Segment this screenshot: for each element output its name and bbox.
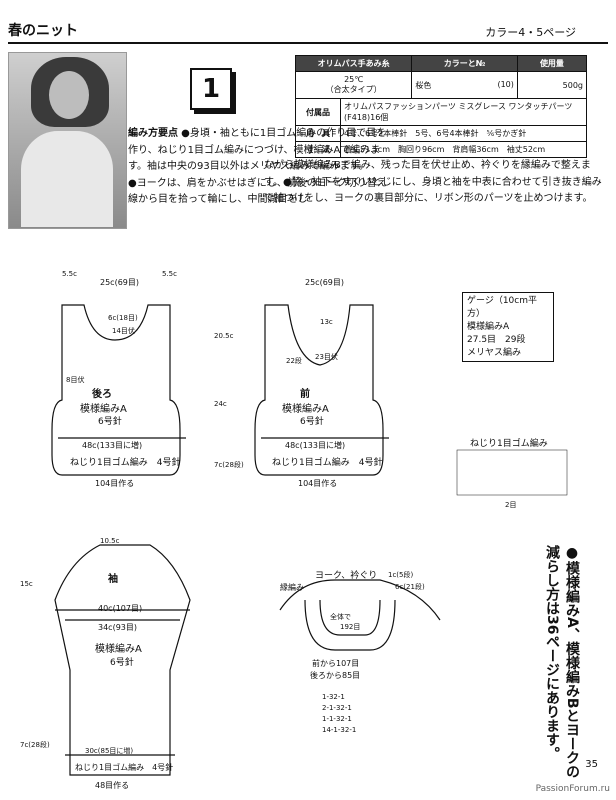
sleeve-outline — [54, 544, 191, 776]
twist-rib-stitch: 2目 — [505, 501, 517, 509]
back-rib-height: 7c(28段) — [214, 461, 244, 469]
instructions-text-2: ●ヨークは、肩をかぶせはぎにし、前後のヨーク切り替え線から目を拾って輪にし、中間… — [128, 177, 387, 206]
sleeve-cap-height: 15c — [20, 580, 33, 588]
back-shoulder-left: 5.5c — [62, 270, 77, 278]
page-number: 35 — [585, 759, 598, 770]
photo-face — [49, 71, 89, 119]
back-rib: ねじり1目ゴム編み 4号針 — [70, 458, 181, 468]
back-shoulder-right: 5.5c — [162, 270, 177, 278]
sleeve-needle: 6号針 — [110, 658, 134, 668]
pattern-number: 1 — [190, 68, 232, 110]
row-label-size: 寸 法 — [295, 141, 341, 158]
back-rows-14: 14目伏 — [112, 327, 135, 335]
twist-rib-grid — [456, 449, 568, 496]
instructions-left: 編み方要点 ●身頃・袖ともに1目ゴム編みの作り目で目を作り、ねじり1目ゴム編みに… — [128, 126, 390, 209]
sleeve-rib-height: 7c(28段) — [20, 741, 50, 749]
color-name: 桜色 — [415, 80, 432, 90]
yoke-depth: 6c(21段) — [395, 583, 425, 591]
vertical-note: ●模様編みA、模様編みBとヨークの減らし方は36ページにあります。 — [544, 545, 580, 779]
row-value-accessories: オリムパスファッションパーツ ミスグレース ワンタッチパーツ(F418)16個 — [340, 98, 587, 126]
col-yarn: オリムパス手あみ糸 — [294, 55, 413, 72]
front-title: 前 — [300, 389, 310, 400]
back-neck-dec: 6c(18目) — [108, 314, 138, 322]
sleeve-width-2: 34c(93目) — [98, 623, 137, 632]
front-width: 48c(133目に増) — [285, 441, 346, 450]
yoke-title: ヨーク、衿ぐり — [315, 571, 378, 581]
watermark: PassionForum.ru — [535, 784, 610, 794]
yarn-type: （合太タイプ） — [325, 85, 382, 94]
front-center-off: 23目伏 — [315, 353, 338, 361]
sleeve-pattern: 模様編みA — [95, 644, 142, 655]
yoke-dec-2: 1-1-32-1 — [322, 715, 352, 723]
color-no: (10) — [497, 79, 514, 89]
back-armhole-off: 8目伏 — [66, 376, 85, 384]
instructions-text-1: ●身頃・袖ともに1目ゴム編みの作り目で目を作り、ねじり1目ゴム編みにつづけ、模様… — [128, 128, 387, 172]
back-neck-width: 25c(69目) — [100, 278, 139, 287]
sleeve-top-width: 10.5c — [100, 537, 120, 545]
twist-rib-title: ねじり1目ゴム編み — [470, 439, 548, 449]
color-cell: 桜色 (10) — [411, 71, 518, 99]
front-neck-width: 25c(69目) — [305, 278, 344, 287]
model-photo — [8, 52, 127, 229]
front-needle: 6号針 — [300, 417, 324, 427]
yoke-total-2: 192目 — [340, 623, 361, 631]
front-cast-on: 104目作る — [298, 479, 338, 488]
yoke-outline — [279, 579, 441, 621]
sleeve-cast-on: 48目作る — [95, 781, 130, 790]
photo-sweater — [21, 131, 113, 227]
back-width: 48c(133目に増) — [82, 441, 143, 450]
front-outline — [254, 304, 384, 476]
row-value-size: 着丈51.5cm 胸回り96cm 背肩幅36cm 袖丈52cm — [340, 141, 587, 158]
yoke-dec-1: 2-1-32-1 — [322, 704, 352, 712]
front-neck-depth: 13c — [320, 318, 333, 326]
back-needle: 6号針 — [98, 417, 122, 427]
back-armhole-height: 20.5c — [214, 332, 234, 340]
yoke-pickup-2: 後ろから85目 — [310, 671, 361, 680]
gauge-pattern-a-value: 27.5目 29段 — [467, 335, 526, 345]
gauge-pattern-a: 模様編みA — [467, 322, 510, 332]
front-left-off: 22段 — [286, 357, 302, 365]
yoke-top-note: 1c(5段) — [388, 571, 414, 579]
back-body-height: 24c — [214, 400, 227, 408]
header-divider — [8, 42, 608, 44]
yoke-dec-3: 14-1-32-1 — [322, 726, 357, 734]
instructions-heading: 編み方要点 — [128, 128, 178, 139]
spec-table: オリムパス手あみ糸 カラーと№ 使用量 25℃ （合太タイプ） 桜色 (10) … — [294, 55, 588, 158]
col-amount: 使用量 — [516, 55, 588, 72]
yoke-dec-0: 1-32-1 — [322, 693, 345, 701]
front-pattern: 模様編みA — [282, 404, 329, 415]
gauge-stockinette: メリヤス編み — [467, 348, 522, 358]
sleeve-rib: ねじり1目ゴム編み 4号針 — [75, 763, 174, 772]
sleeve-width-1: 40c(107目) — [98, 604, 143, 613]
back-pattern: 模様編みA — [80, 404, 127, 415]
page-reference: カラー4・5ページ — [485, 26, 576, 39]
instructions-right: ながら模様編みBで編み、残った目を伏せ止め、衿ぐりを縁編みで整えます。●脇・袖下… — [264, 160, 602, 204]
gauge-box: ゲージ（10cm平方） 模様編みA 27.5目 29段 メリヤス編み — [462, 292, 554, 362]
yoke-edge: 縁編み — [280, 583, 304, 592]
yarn-name: 25℃ — [344, 75, 364, 84]
page-title: 春のニット — [8, 23, 78, 39]
back-title: 後ろ — [92, 389, 112, 400]
sleeve-title: 袖 — [108, 574, 118, 585]
gauge-title: ゲージ（10cm平方） — [467, 296, 537, 319]
front-rib: ねじり1目ゴム編み 4号針 — [272, 458, 383, 468]
amount: 500g — [516, 71, 588, 99]
sleeve-rib-width: 30c(85目に増) — [85, 747, 134, 755]
yoke-total: 全体で — [330, 613, 351, 621]
back-cast-on: 104目作る — [95, 479, 135, 488]
back-outline — [51, 304, 181, 476]
yoke-pickup-1: 前から107目 — [312, 659, 360, 668]
